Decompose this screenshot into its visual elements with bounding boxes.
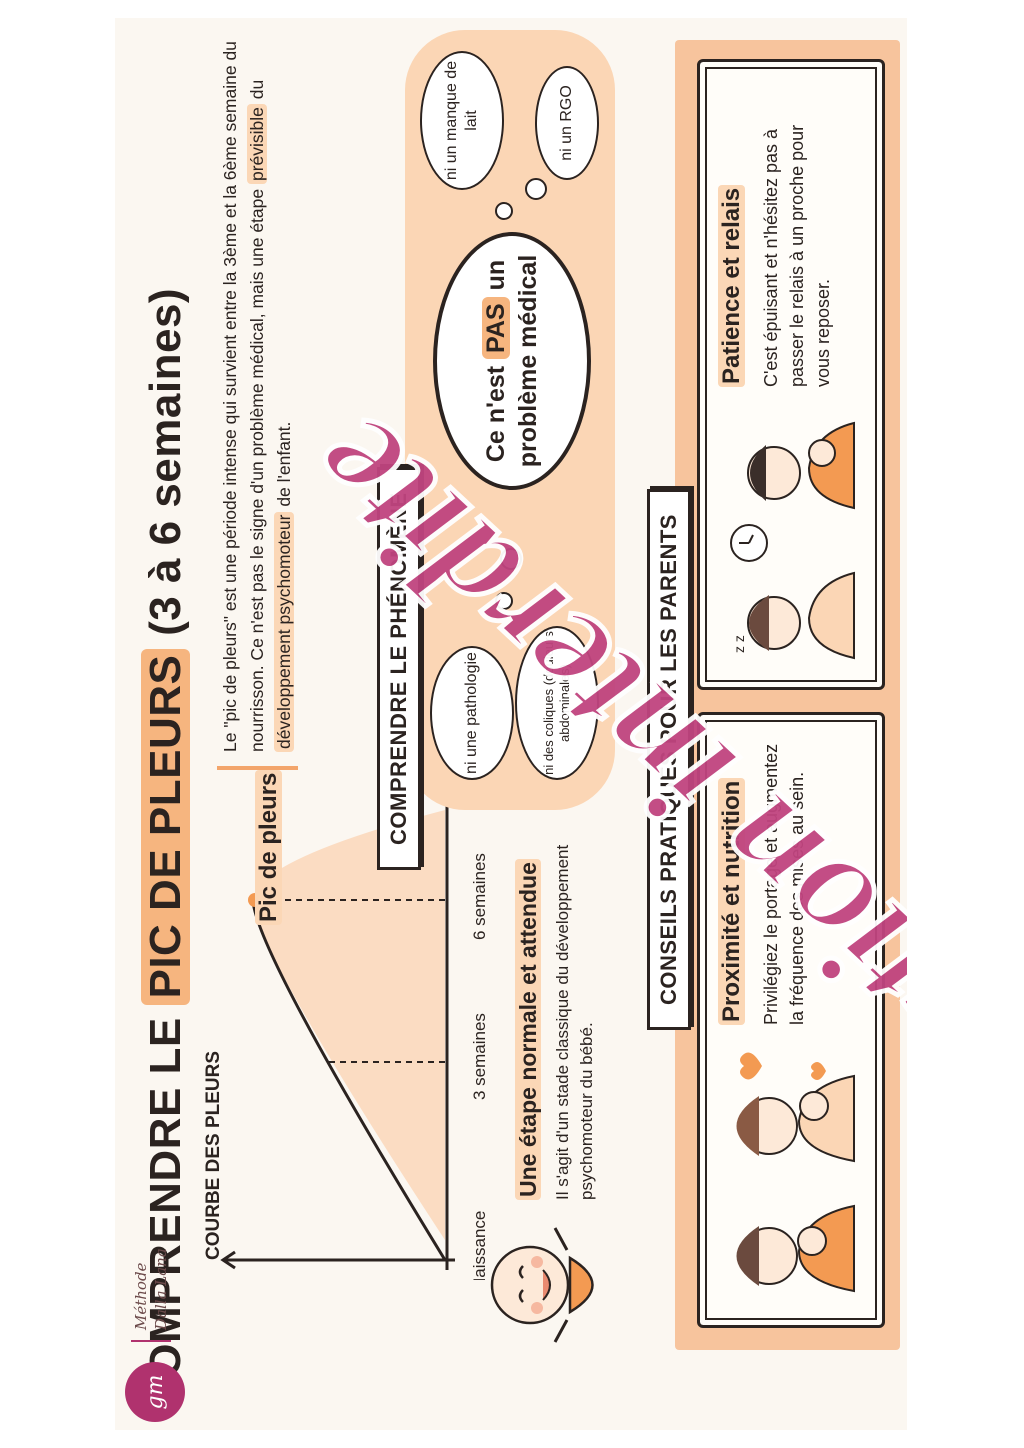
title-part-1: COMPRENDRE LE [141, 1004, 190, 1410]
y-axis-arrow [220, 1250, 236, 1270]
tip-title-patience-text: Patience et relais [718, 184, 745, 387]
tip-text-patience: C'est épuisant et n'hésitez pas à passer… [761, 124, 833, 387]
heart-icon [811, 1062, 826, 1080]
baby-illustration [490, 1227, 594, 1343]
cloud-rgo: ni un RGO [535, 66, 599, 180]
tip-card-proximity: Proximité et nutrition Privilégiez le po… [697, 712, 885, 1328]
intro-paragraph: Le "pic de pleurs" est une période inten… [217, 32, 298, 770]
axis-6-weeks: 6 semaines [470, 853, 489, 940]
thought-dot [495, 202, 513, 220]
svg-text:z z: z z [731, 635, 747, 653]
intro-text-2: du [247, 79, 267, 105]
axis-3-weeks: 3 semaines [470, 1013, 489, 1100]
cloud-milk: ni un manque de lait [420, 51, 504, 190]
parents-relay-illustration: z z [730, 421, 855, 660]
axis-start: Naissance [470, 1211, 489, 1280]
title-part-2: (3 à 6 semaines) [141, 287, 190, 649]
infographic-sheet: COMPRENDRE LE PIC DE PLEURS (3 à 6 semai… [115, 18, 907, 1430]
tips-panel: Proximité et nutrition Privilégiez le po… [675, 40, 900, 1350]
babywearing-illustration [736, 1052, 855, 1293]
heart-icon [740, 1052, 762, 1080]
tip-card-patience: z z Patience et relais C'est épuisant et… [697, 59, 885, 690]
thought-dot [525, 178, 547, 200]
normal-step-text: Il s'agit d'un stade classique du dévelo… [553, 844, 596, 1200]
peak-label-text: Pic de pleurs [255, 769, 282, 925]
cloud-main-text-1: Ce n'est [482, 358, 510, 463]
tip-title-patience: Patience et relais [718, 184, 746, 387]
title-highlight: PIC DE PLEURS [141, 648, 190, 1005]
peak-label: Pic de pleurs [255, 769, 283, 925]
intro-highlight-2: développement psychomoteur [274, 511, 294, 752]
crying-curve: Naissance 3 semaines 6 semaines [220, 800, 489, 1280]
page-title: COMPRENDRE LE PIC DE PLEURS (3 à 6 semai… [141, 288, 191, 1410]
brand-name: Méthode Dalla Lana [131, 1248, 171, 1342]
cloud-main-highlight: PAS [482, 297, 510, 359]
normal-step-title: Une étape normale et attendue [515, 859, 542, 1200]
brand-logo: gm [125, 1362, 185, 1422]
intro-highlight-1: prévisible [247, 104, 267, 185]
normal-step-title-text: Une étape normale et attendue [515, 859, 541, 1200]
curve-area [253, 810, 445, 1260]
